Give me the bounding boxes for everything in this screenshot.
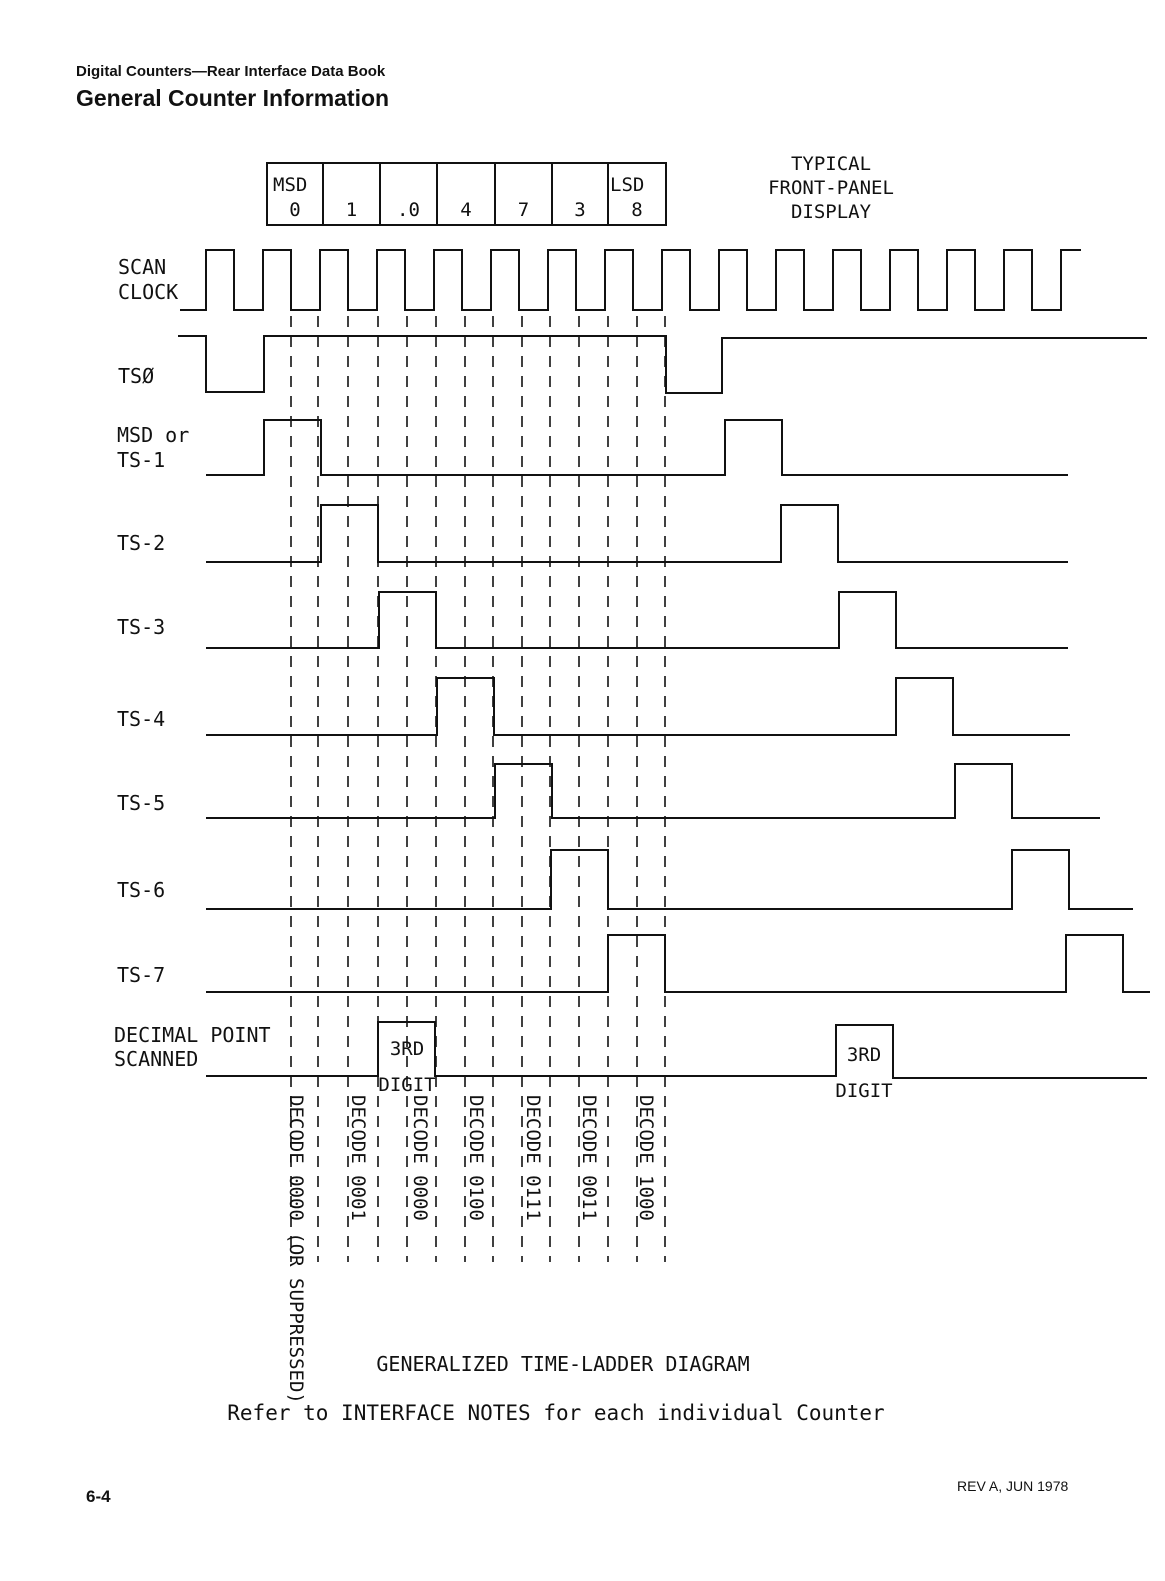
front-panel-display: 0 1 .0 4 7 3 8 MSD LSD [266, 162, 667, 226]
decode-label-4: DECODE 0100 [465, 1095, 487, 1221]
display-digit-5: 7 [518, 199, 529, 221]
display-digit-2: 1 [346, 199, 357, 221]
display-caption: TYPICAL FRONT-PANEL DISPLAY [768, 153, 894, 223]
ts0-waveform [178, 335, 1147, 394]
decode-label-7: DECODE 1000 [635, 1095, 657, 1221]
decode-labels: DECODE 0000 (OR SUPPRESSED) DECODE 0001 … [285, 1095, 657, 1404]
display-digit-6: 3 [574, 199, 585, 221]
msd-label: MSD [273, 174, 307, 196]
scan-clock-label-2: CLOCK [118, 280, 178, 304]
display-digit-7: 8 [631, 199, 642, 221]
display-caption-line-2: FRONT-PANEL [768, 177, 894, 199]
ts6-waveform [206, 849, 1133, 910]
ts5-label: TS-5 [117, 791, 165, 815]
decode-label-1: DECODE 0000 (OR SUPPRESSED) [285, 1095, 307, 1404]
display-frame [266, 162, 667, 226]
third-digit-label-2-line-2: DIGIT [835, 1080, 892, 1102]
decimal-point-label-1: DECIMAL POINT [114, 1023, 271, 1047]
third-digit-markers: 3RD DIGIT 3RD DIGIT [378, 1038, 892, 1102]
ts1-waveform [206, 419, 1068, 476]
ts4-waveform [206, 677, 1070, 736]
display-caption-line-3: DISPLAY [791, 201, 872, 223]
ts3-label: TS-3 [117, 615, 165, 639]
third-digit-label-1-line-2: DIGIT [378, 1074, 435, 1096]
waveforms [178, 249, 1150, 1079]
ts2-label: TS-2 [117, 531, 165, 555]
section-title: General Counter Information [76, 85, 390, 111]
interface-note: Refer to INTERFACE NOTES for each indivi… [227, 1401, 884, 1425]
signal-labels: SCAN CLOCK TSØ MSD or TS-1 TS-2 TS-3 TS-… [114, 255, 271, 1071]
third-digit-label-2-line-1: 3RD [847, 1044, 881, 1066]
book-title: Digital Counters—Rear Interface Data Boo… [76, 63, 386, 80]
ts4-label: TS-4 [117, 707, 165, 731]
ts0-label: TSØ [118, 364, 154, 388]
display-digit-3: .0 [397, 199, 420, 221]
display-digit-1: 0 [289, 199, 300, 221]
ts2-waveform [206, 504, 1068, 563]
ts6-label: TS-6 [117, 878, 165, 902]
revision-date: REV A, JUN 1978 [957, 1478, 1069, 1494]
display-caption-line-1: TYPICAL [791, 153, 871, 175]
decimal-point-label-2: SCANNED [114, 1047, 198, 1071]
third-digit-label-1-line-1: 3RD [390, 1038, 424, 1060]
ts1-label-1: MSD or [117, 423, 189, 447]
ts7-waveform [206, 934, 1150, 993]
decode-label-2: DECODE 0001 [347, 1095, 369, 1221]
decode-label-5: DECODE 0111 [522, 1095, 544, 1221]
scan-clock-label-1: SCAN [118, 255, 166, 279]
display-digit-4: 4 [460, 199, 471, 221]
ts3-waveform [206, 591, 1068, 649]
page-number: 6-4 [86, 1487, 111, 1506]
diagram-title: GENERALIZED TIME-LADDER DIAGRAM [376, 1352, 749, 1376]
scan-clock-waveform [180, 249, 1081, 311]
ts1-label-2: TS-1 [117, 448, 165, 472]
ts7-label: TS-7 [117, 963, 165, 987]
decimal-point-waveform [206, 1021, 1147, 1079]
lsd-label: LSD [610, 174, 644, 196]
ts5-waveform [206, 763, 1100, 819]
timing-guide-lines [290, 316, 666, 1262]
decode-label-3: DECODE 0000 [409, 1095, 431, 1221]
decode-label-6: DECODE 0011 [578, 1095, 600, 1221]
